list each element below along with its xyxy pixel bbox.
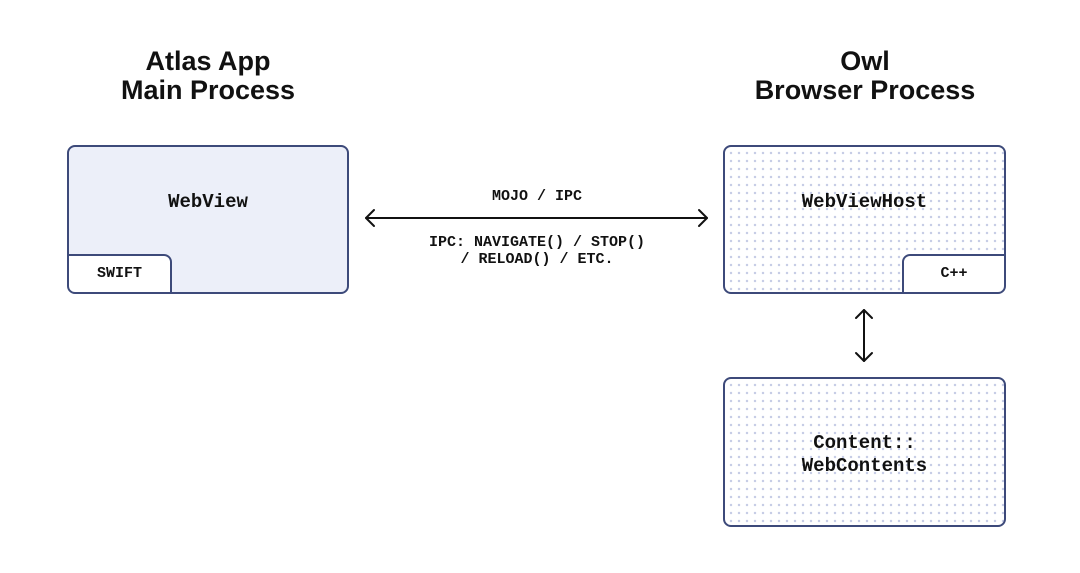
heading-line: Browser Process bbox=[754, 75, 976, 105]
webcontents-label: Content:: WebContents bbox=[725, 432, 1004, 478]
webcontents-label-line: Content:: bbox=[813, 432, 916, 454]
bidirectional-vertical-arrow bbox=[855, 309, 873, 362]
bidirectional-horizontal-arrow bbox=[365, 209, 708, 227]
ipc-methods-line: IPC: NAVIGATE() / STOP() bbox=[428, 234, 646, 251]
atlas-app-main-process-heading: Atlas App Main Process bbox=[48, 47, 368, 105]
webcontents-box: Content:: WebContents bbox=[723, 377, 1006, 527]
heading-line: Atlas App bbox=[145, 46, 271, 76]
cpp-tag: C++ bbox=[902, 254, 1004, 292]
webcontents-label-line: WebContents bbox=[801, 455, 928, 477]
webview-label: WebView bbox=[168, 191, 248, 213]
heading-line: Main Process bbox=[120, 75, 296, 105]
heading-line: Owl bbox=[840, 46, 890, 76]
ipc-methods-line: / RELOAD() / ETC. bbox=[460, 251, 614, 268]
webview-box: WebView SWIFT bbox=[67, 145, 349, 294]
owl-browser-process-heading: Owl Browser Process bbox=[705, 47, 1025, 105]
webviewhost-label: WebViewHost bbox=[801, 191, 928, 213]
webviewhost-box: WebViewHost C++ bbox=[723, 145, 1006, 294]
mojo-ipc-label: MOJO / IPC bbox=[491, 188, 582, 205]
swift-tag: SWIFT bbox=[69, 254, 172, 292]
ipc-methods-label: IPC: NAVIGATE() / STOP() / RELOAD() / ET… bbox=[377, 234, 697, 268]
